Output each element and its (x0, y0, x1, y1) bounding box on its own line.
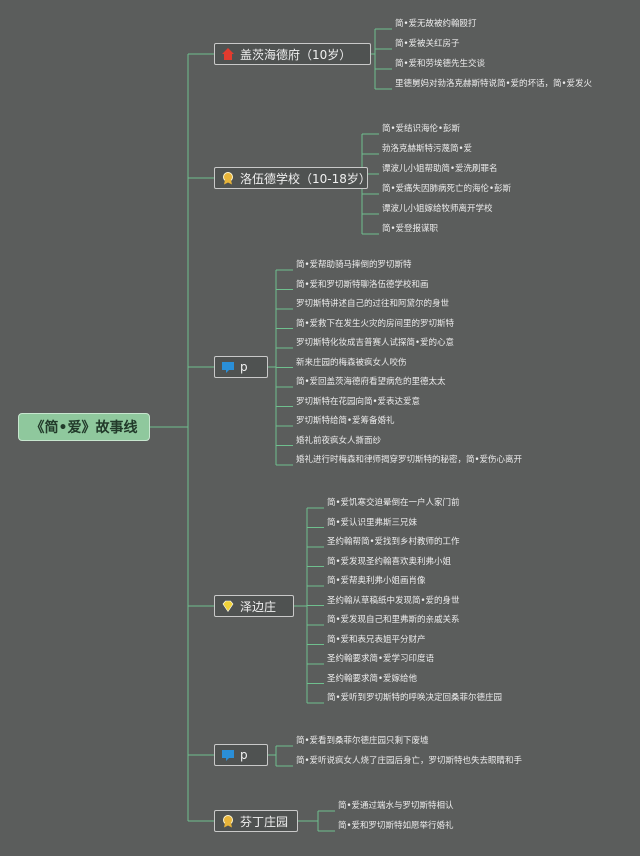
flag-icon (221, 748, 235, 762)
leaf-node[interactable]: 简•爱看到桑菲尔德庄园只剩下废墟 (296, 736, 429, 746)
branch-label: 盖茨海德府（10岁） (240, 47, 352, 62)
leaf-node[interactable]: 简•爱和罗切斯特聊洛伍德学校和画 (296, 279, 429, 290)
diamond-icon (221, 599, 235, 613)
leaf-node[interactable]: 简•爱被关红房子 (395, 39, 460, 49)
leaf-node[interactable]: 简•爱发现自己和里弗斯的亲戚关系 (327, 615, 460, 625)
branch-label: p (240, 748, 248, 762)
root-node[interactable]: 《简•爱》故事线 (18, 413, 150, 441)
leaf-node[interactable]: 圣约翰帮简•爱找到乡村教师的工作 (327, 537, 460, 547)
leaf-node[interactable]: 罗切斯特给简•爱筹备婚礼 (296, 416, 395, 426)
branch-thornfield-ruins[interactable]: p (214, 744, 268, 766)
branch-label: p (240, 360, 248, 374)
branch-lowood[interactable]: 洛伍德学校（10-18岁） (214, 167, 371, 189)
leaf-node[interactable]: 简•爱救下在发生火灾的房间里的罗切斯特 (296, 318, 455, 329)
flag-icon (221, 360, 235, 374)
leaf-node[interactable]: 新来庄园的梅森被疯女人咬伤 (296, 357, 407, 368)
branch-label: 泽边庄 (240, 599, 277, 614)
leaf-node[interactable]: 谭波儿小姐嫁给牧师离开学校 (382, 204, 493, 214)
leaf-node[interactable]: 简•爱无故被约翰殴打 (395, 19, 477, 29)
leaf-node[interactable]: 简•爱认识里弗斯三兄妹 (327, 517, 418, 528)
leaf-node[interactable]: 简•爱痛失因肺病死亡的海伦•彭斯 (382, 184, 512, 194)
branch-label: 芬丁庄园 (240, 814, 289, 829)
leaf-node[interactable]: 简•爱帮助骑马摔倒的罗切斯特 (296, 260, 412, 270)
medal-icon (221, 171, 235, 185)
branch-label: 洛伍德学校（10-18岁） (240, 171, 371, 186)
leaf-node[interactable]: 简•爱听说疯女人烧了庄园后身亡，罗切斯特也失去眼睛和手 (296, 756, 523, 766)
leaf-node[interactable]: 圣约翰要求简•爱嫁给他 (327, 673, 418, 684)
leaf-node[interactable]: 简•爱发现圣约翰喜欢奥利弗小姐 (327, 556, 452, 567)
leaf-node[interactable]: 里德舅妈对勃洛克赫斯特说简•爱的坏话，简•爱发火 (395, 79, 593, 89)
leaf-node[interactable]: 简•爱帮奥利弗小姐画肖像 (327, 576, 426, 586)
branch-gateshead[interactable]: 盖茨海德府（10岁） (214, 43, 371, 65)
root-label: 《简•爱》故事线 (30, 420, 138, 436)
leaf-node[interactable]: 婚礼进行时梅森和律师揭穿罗切斯特的秘密，简•爱伤心离开 (296, 455, 523, 465)
branch-ferndean[interactable]: 芬丁庄园 (214, 810, 298, 832)
leaf-node[interactable]: 罗切斯特在花园向简•爱表达爱意 (296, 396, 421, 407)
leaf-node[interactable]: 简•爱饥寒交迫晕倒在一户人家门前 (327, 498, 460, 508)
leaf-node[interactable]: 简•爱登报谋职 (382, 224, 439, 234)
leaf-node[interactable]: 简•爱和表兄表姐平分财产 (327, 634, 426, 645)
leaf-node[interactable]: 勃洛克赫斯特污蔑简•爱 (382, 144, 473, 154)
leaf-node[interactable]: 罗切斯特化妆成吉普赛人试探简•爱的心意 (296, 338, 455, 348)
leaf-node[interactable]: 圣约翰从草稿纸中发现简•爱的身世 (327, 595, 460, 606)
leaf-node[interactable]: 婚礼前夜疯女人撕面纱 (296, 435, 382, 446)
medal-icon (221, 814, 235, 828)
branch-marsh-end[interactable]: 泽边庄 (214, 595, 294, 617)
leaf-node[interactable]: 圣约翰要求简•爱学习印度语 (327, 654, 435, 664)
leaf-node[interactable]: 简•爱通过端水与罗切斯特相认 (338, 801, 454, 811)
leaf-node[interactable]: 罗切斯特讲述自己的过往和阿黛尔的身世 (296, 299, 450, 309)
leaf-node[interactable]: 谭波儿小姐帮助简•爱洗刷罪名 (382, 164, 498, 174)
leaf-node[interactable]: 简•爱听到罗切斯特的呼唤决定回桑菲尔德庄园 (327, 693, 503, 703)
leaf-node[interactable]: 简•爱结识海伦•彭斯 (382, 124, 461, 134)
leaf-node[interactable]: 简•爱和罗切斯特如愿举行婚礼 (338, 821, 454, 831)
leaf-node[interactable]: 简•爱和劳埃德先生交谈 (395, 59, 486, 69)
leaf-node[interactable]: 简•爱回盖茨海德府看望病危的里德太太 (296, 377, 446, 387)
house-icon (221, 47, 235, 61)
branch-thornfield[interactable]: p (214, 356, 268, 378)
